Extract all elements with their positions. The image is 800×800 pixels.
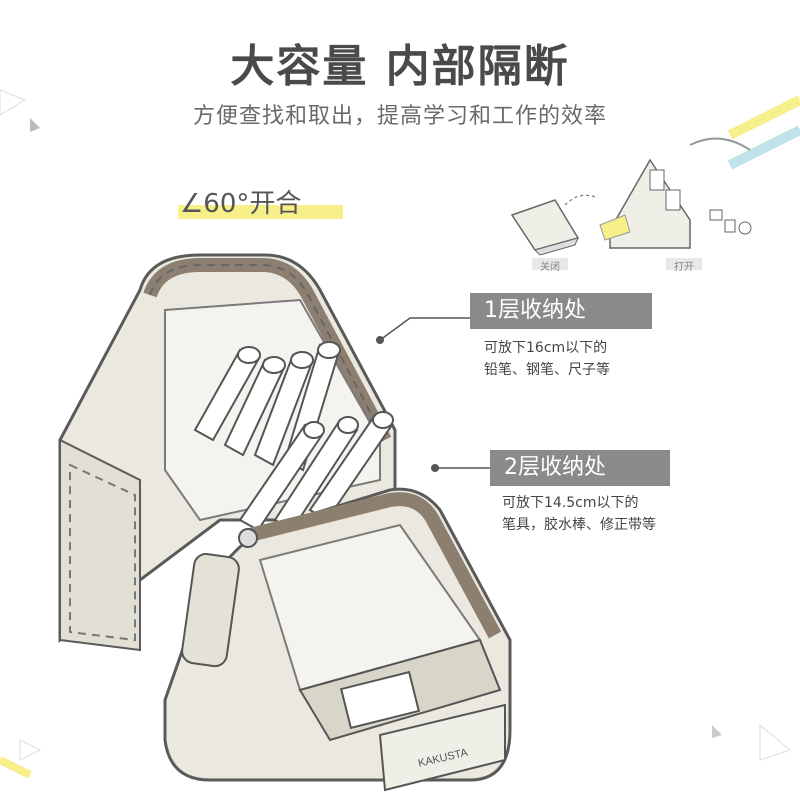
stitching [149,264,386,441]
arrow-icon [564,194,599,206]
lower-zipper-trim [248,492,502,639]
pens-group-1 [193,341,341,472]
callout-desc-1-line2: 铅笔、钢笔、尺子等 [484,362,610,378]
small-items-icon [709,209,752,235]
page-title: 大容量 内部隔断 [230,41,570,92]
triangle-decor-icon [0,89,27,116]
callout-dot-1 [376,336,384,344]
eraser [339,670,421,730]
pens-group-2 [238,411,394,532]
zipper-head-icon [238,528,258,548]
open-case-icon [599,158,691,249]
blue-stripe [727,125,800,170]
hand-icon [689,137,751,151]
triangle-decor-icon [712,725,722,738]
yellow-stripe [727,95,800,140]
side-panel [59,438,141,652]
open-caption-bg [666,258,702,270]
base-plate [378,703,506,792]
page-subtitle: 方便查找和取出，提高学习和工作的效率 [192,104,607,129]
callout-desc-2-line2: 笔具，胶水棒、修正带等 [502,517,656,533]
callout-line-1 [379,317,470,341]
callout-desc-1-line1: 可放下16cm以下的 [484,340,608,356]
zipper-pull[interactable] [181,552,241,668]
callout-label-2: 2层收纳处 [490,450,670,486]
callout-desc-1: 可放下16cm以下的 铅笔、钢笔、尺子等 [484,337,610,381]
stitching [69,463,136,642]
callout-desc-2-line1: 可放下14.5cm以下的 [502,495,639,511]
closed-case-icon [510,199,580,256]
triangle-decor-icon [19,739,42,761]
yellow-stripe [0,756,32,779]
triangle-decor-icon [759,723,792,761]
callout-dot-2 [431,464,439,472]
closed-caption-bg [532,258,568,270]
triangle-decor-icon [30,118,40,132]
open-caption: 打开 [674,262,694,273]
callout-desc-2: 可放下14.5cm以下的 笔具，胶水棒、修正带等 [502,492,656,536]
angle-label: ∠60°开合 [180,189,302,219]
closed-caption: 关闭 [540,262,560,273]
callout-label-1: 1层收纳处 [470,293,652,329]
